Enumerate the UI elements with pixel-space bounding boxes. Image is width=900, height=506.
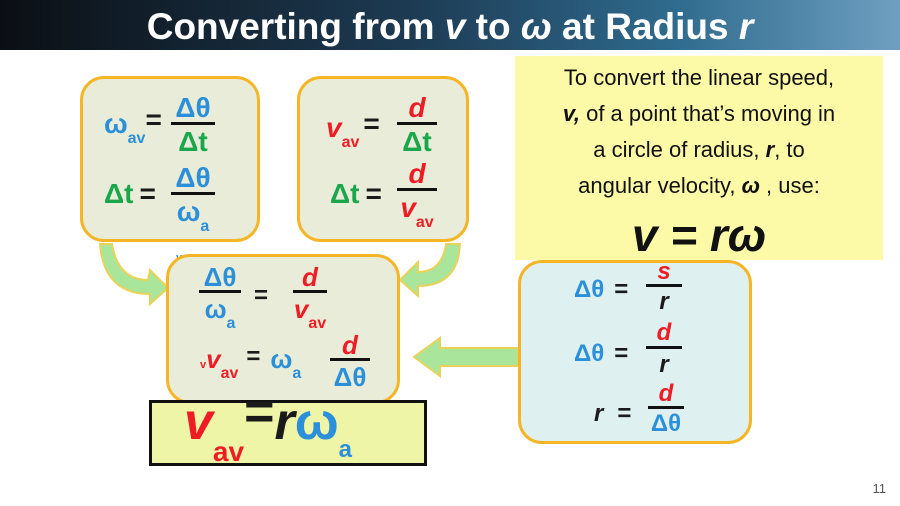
frac-dtheta-omega: Δθ ωa [168, 164, 218, 235]
curved-arrow-right [398, 243, 462, 299]
result-formula-box [149, 400, 427, 466]
frac-d-vav: d vav [394, 160, 440, 231]
frac-d-dt: d Δt [394, 94, 440, 159]
box-linear-definition [297, 76, 469, 242]
curved-arrow-left [98, 243, 170, 307]
frac-d-vav-combined: d vav [293, 262, 327, 332]
eq-vav-omega: vvav=ωa [200, 343, 302, 382]
explanation-note: To convert the linear speed, v, of a poi… [515, 56, 883, 261]
eq-dtheta-s-r: Δθ= [574, 276, 629, 303]
box-arc-relations [518, 260, 752, 444]
eq-dt-linear: Δt= [330, 178, 382, 209]
frac-d-r: d r [644, 320, 684, 381]
result-formula: vav=rωa [184, 383, 352, 467]
frac-dtheta-omega-combined: Δθ ωa [196, 264, 244, 332]
frac-s-r: s r [644, 260, 684, 317]
straight-arrow-left [412, 336, 519, 378]
page-number: 11 [872, 481, 887, 496]
eq-dt: Δt= [104, 178, 156, 209]
eq-dtheta-d-r: Δθ= [574, 340, 629, 367]
box-angular-definition [80, 76, 260, 242]
slide-title: Converting from v to ω at Radius r [146, 6, 754, 47]
title-bar [0, 0, 900, 50]
eq-v-av: vav= [326, 108, 380, 151]
frac-dtheta-dt: Δθ Δt [168, 94, 218, 159]
equals-combined-1: = [254, 282, 269, 309]
eq-r-d-dtheta: r= [594, 400, 632, 427]
note-formula: v = rω [631, 209, 767, 261]
note-line-2: v, of a point that’s moving in [562, 101, 836, 126]
note-line-4: angular velocity, ω , use: [578, 173, 820, 198]
note-line-1: To convert the linear speed, [563, 65, 835, 90]
box-combined [166, 254, 400, 404]
frac-d-dtheta: d Δθ [644, 382, 688, 439]
frac-d-dtheta-combined: d Δθ [328, 332, 372, 393]
eq-omega-av: ωav= [104, 104, 162, 147]
note-line-3: a circle of radius, r, to [593, 137, 805, 162]
